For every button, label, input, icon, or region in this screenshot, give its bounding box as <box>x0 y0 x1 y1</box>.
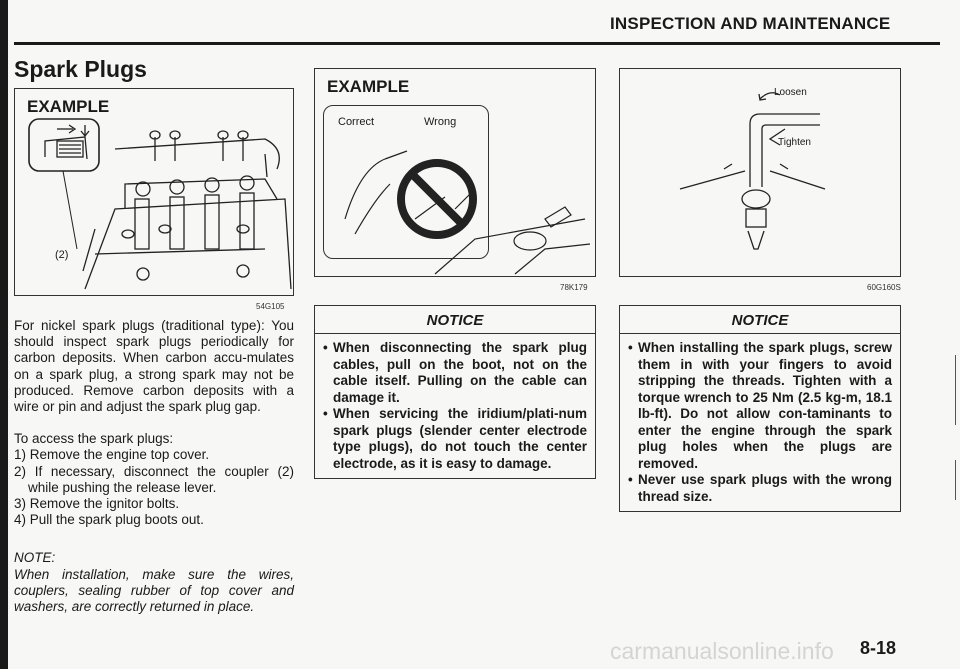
list-item: When disconnecting the spark plug cables… <box>323 340 587 406</box>
page-edge-bar <box>0 0 8 669</box>
list-item: 1) Remove the engine top cover. <box>14 447 210 463</box>
steps-list: 1) Remove the engine top cover. 2) If ne… <box>14 447 294 528</box>
plug-boot-illustration <box>344 150 591 275</box>
note-text: When installation, make sure the wires, … <box>14 566 294 615</box>
list-item: 4) Pull the spark plug boots out. <box>14 512 204 528</box>
loosen-label: Loosen <box>774 87 807 98</box>
body-text-block: For nickel spark plugs (traditional type… <box>14 318 294 615</box>
figure-label: EXAMPLE <box>327 77 410 96</box>
figure-code: 60G160S <box>867 283 901 292</box>
figure-label: EXAMPLE <box>27 97 110 116</box>
access-intro: To access the spark plugs: <box>14 431 174 447</box>
figure-plug-install: Loosen Tighten <box>619 68 901 277</box>
figure-code: 54G105 <box>256 302 285 311</box>
list-item: When servicing the iridium/plati-num spa… <box>323 406 587 472</box>
list-item: 3) Remove the ignitor bolts. <box>14 496 180 512</box>
notice-list: When installing the spark plugs, screw t… <box>620 334 900 511</box>
figure-code: 78K179 <box>560 283 588 292</box>
wrong-label: Wrong <box>424 116 457 128</box>
notice-title: NOTICE <box>315 306 595 334</box>
header-rule <box>14 42 940 45</box>
notice-title: NOTICE <box>620 306 900 334</box>
list-item: Never use spark plugs with the wrong thr… <box>628 472 892 505</box>
margin-mark <box>955 355 956 425</box>
notice-list: When disconnecting the spark plug cables… <box>315 334 595 478</box>
figure-plug-boot: EXAMPLE Correct Wrong <box>314 68 596 277</box>
page-number: 8-18 <box>859 638 896 658</box>
notice-box: NOTICE When installing the spark plugs, … <box>619 305 901 512</box>
engine-illustration <box>28 118 292 290</box>
figure-engine-cover: EXAMPLE (2) <box>14 88 294 296</box>
callout-label: (2) <box>55 249 69 261</box>
watermark: carmanualsonline.info <box>610 638 834 664</box>
list-item: When installing the spark plugs, screw t… <box>628 340 892 472</box>
correct-label: Correct <box>338 116 375 128</box>
notice-box: NOTICE When disconnecting the spark plug… <box>314 305 596 479</box>
plug-install-illustration <box>679 92 826 250</box>
margin-mark <box>955 460 956 500</box>
tighten-label: Tighten <box>778 137 811 148</box>
note-label: NOTE: <box>14 550 56 566</box>
page-header: INSPECTION AND MAINTENANCE <box>610 14 891 33</box>
intro-paragraph: For nickel spark plugs (traditional type… <box>14 318 294 415</box>
list-item: 2) If necessary, disconnect the coupler … <box>14 463 294 495</box>
section-title: Spark Plugs <box>14 56 147 82</box>
